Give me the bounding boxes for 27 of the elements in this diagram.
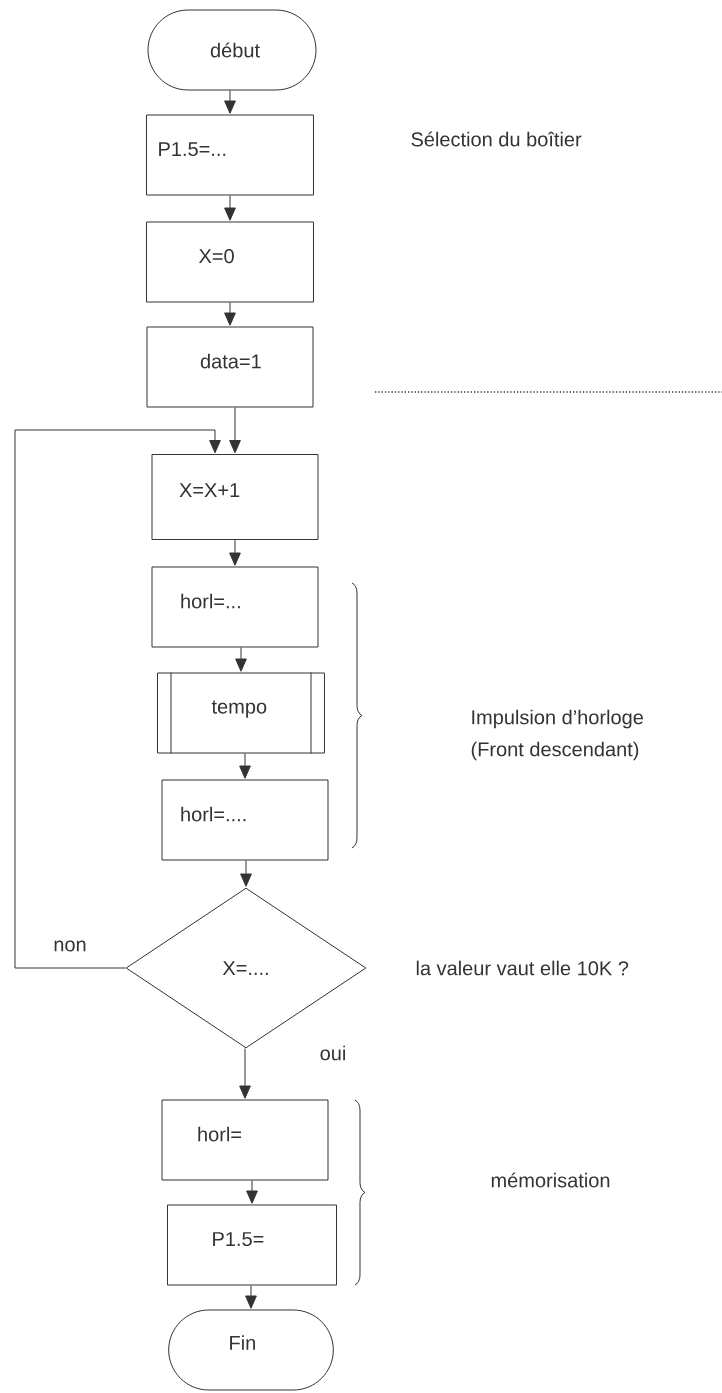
- process-box: data=1: [146, 326, 314, 408]
- process-box: horl=...: [151, 566, 319, 648]
- arrow: [239, 753, 251, 779]
- process-box: X=0: [146, 221, 314, 303]
- arrow: [246, 1180, 258, 1204]
- process-box: X=X+1: [151, 454, 319, 540]
- annotation: mémorisation: [491, 1172, 610, 1188]
- arrow: [245, 1285, 257, 1309]
- process-box: horl=....: [161, 779, 329, 861]
- arrow: [235, 647, 247, 672]
- arrow: [224, 90, 236, 114]
- process-box: P1.5=: [167, 1204, 337, 1286]
- subroutine-box: tempo: [157, 672, 325, 754]
- process-box: P1.5=...: [146, 114, 314, 196]
- edge-label: non: [52, 939, 88, 953]
- arrow: [239, 1048, 251, 1099]
- annotation: la valeur vaut elle 10K ?: [416, 960, 629, 976]
- arrow: [229, 407, 241, 454]
- arrow: [240, 860, 252, 887]
- annotation: Sélection du boîtier: [411, 131, 582, 147]
- arrow: [224, 302, 236, 326]
- arrow: [14, 429, 221, 969]
- annotation: Impulsion d’horloge: [472, 709, 643, 729]
- arrow: [224, 195, 236, 221]
- arrow: [229, 539, 241, 566]
- process-box: horl=: [161, 1099, 329, 1181]
- annotation: (Front descendant): [471, 741, 639, 761]
